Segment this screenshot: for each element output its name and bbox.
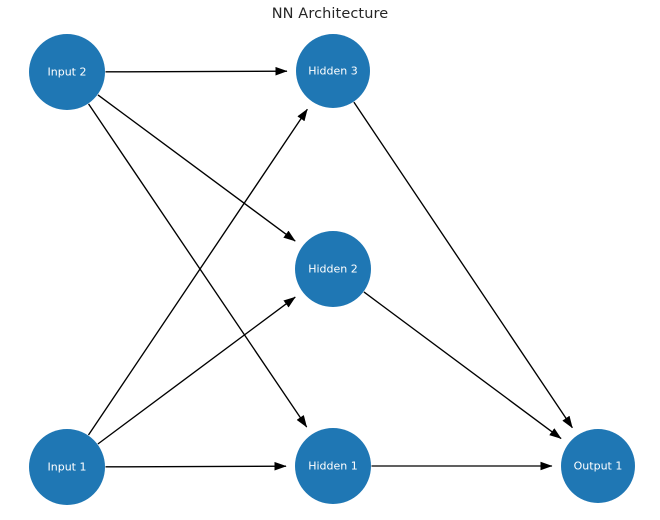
edge-input1-to-hidden1 [105, 461, 287, 471]
node-label-input1: Input 1 [48, 461, 87, 474]
node-hidden2[interactable]: Hidden 2 [295, 231, 371, 307]
page-title: NN Architecture [271, 6, 389, 22]
node-input2[interactable]: Input 2 [29, 34, 105, 110]
node-hidden3[interactable]: Hidden 3 [296, 34, 370, 108]
node-label-input2: Input 2 [48, 66, 87, 79]
node-label-hidden3: Hidden 3 [308, 65, 358, 78]
node-circle-output1[interactable] [561, 429, 635, 503]
node-output1[interactable]: Output 1 [561, 429, 635, 503]
nodes-group: Input 2 Input 1 Hidden 3 Hidden 2 Hidden 1 Ou… [29, 34, 635, 505]
edge-input2-to-hidden3 [105, 66, 288, 76]
node-circle-input1[interactable] [29, 429, 105, 505]
node-input1[interactable]: Input 1 [29, 429, 105, 505]
node-circle-input2[interactable] [29, 34, 105, 110]
node-circle-hidden3[interactable] [296, 34, 370, 108]
node-hidden1[interactable]: Hidden 1 [295, 428, 371, 504]
edge-input1-to-hidden3 [87, 108, 308, 436]
edge-input1-to-hidden2 [97, 296, 296, 445]
node-circle-hidden2[interactable] [295, 231, 371, 307]
node-label-output1: Output 1 [574, 460, 623, 473]
edge-input2-to-hidden2 [97, 94, 296, 242]
edge-hidden2-to-output1 [363, 291, 562, 440]
edge-hidden3-to-output1 [353, 101, 573, 429]
node-label-hidden1: Hidden 1 [308, 460, 358, 473]
node-label-hidden2: Hidden 2 [308, 263, 358, 276]
node-circle-hidden1[interactable] [295, 428, 371, 504]
edge-input2-to-hidden1 [87, 103, 308, 428]
edges-group [87, 66, 573, 471]
